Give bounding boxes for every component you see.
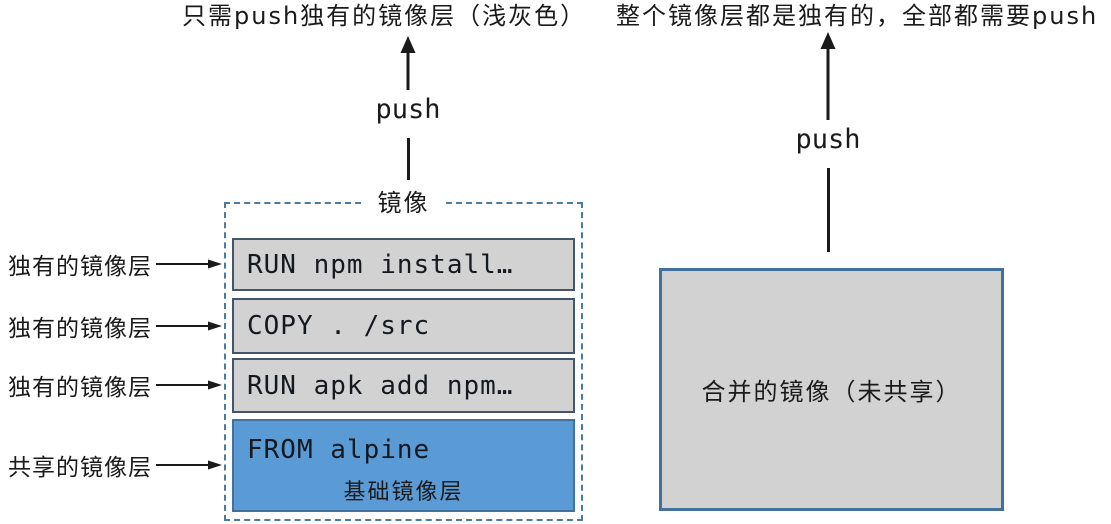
layer-code: RUN apk add npm…: [247, 370, 514, 401]
layer-from-alpine-base: FROM alpine 基础镜像层: [232, 419, 575, 512]
base-layer-label: 基础镜像层: [343, 480, 464, 505]
push-connector-line: [826, 168, 830, 252]
up-arrow-icon: [400, 36, 416, 90]
caption-unique-layers: 只需push独有的镜像层（浅灰色）: [182, 2, 587, 30]
row-label-text: 独有的镜像层: [8, 254, 152, 280]
right-arrow-icon: [156, 380, 222, 390]
row-label-text: 独有的镜像层: [8, 316, 152, 342]
row-label-unique-1: 独有的镜像层: [0, 249, 222, 280]
right-arrow-icon: [156, 460, 222, 470]
right-arrow-icon: [156, 259, 222, 269]
layer-run-npm-install: RUN npm install…: [232, 238, 575, 291]
row-label-shared: 共享的镜像层: [0, 450, 222, 481]
merged-image-label: 合并的镜像（未共享）: [701, 378, 962, 406]
layer-run-apk-add: RUN apk add npm…: [232, 358, 575, 413]
layer-code: COPY . /src: [247, 311, 431, 341]
push-connector-line: [406, 138, 410, 180]
image-box-title: 镜像: [361, 188, 446, 218]
push-group-left: push: [366, 36, 450, 180]
push-group-right: push: [786, 32, 870, 252]
merged-image-box: 合并的镜像（未共享）: [659, 268, 1004, 511]
up-arrow-icon: [820, 32, 836, 120]
row-label-text: 独有的镜像层: [8, 375, 152, 401]
push-label-right: push: [795, 124, 861, 155]
layer-code: RUN npm install…: [247, 249, 514, 280]
layer-copy-src: COPY . /src: [232, 298, 575, 354]
row-label-unique-3: 独有的镜像层: [0, 370, 222, 401]
row-label-text: 共享的镜像层: [8, 455, 152, 481]
caption-all-layers-unique: 整个镜像层都是独有的，全部都需要push: [616, 2, 1099, 30]
row-label-unique-2: 独有的镜像层: [0, 311, 222, 342]
right-arrow-icon: [156, 321, 222, 331]
image-dashed-box: 镜像 RUN npm install… COPY . /src RUN apk …: [224, 188, 583, 521]
push-label-left: push: [375, 94, 441, 125]
layer-code: FROM alpine: [247, 435, 431, 465]
